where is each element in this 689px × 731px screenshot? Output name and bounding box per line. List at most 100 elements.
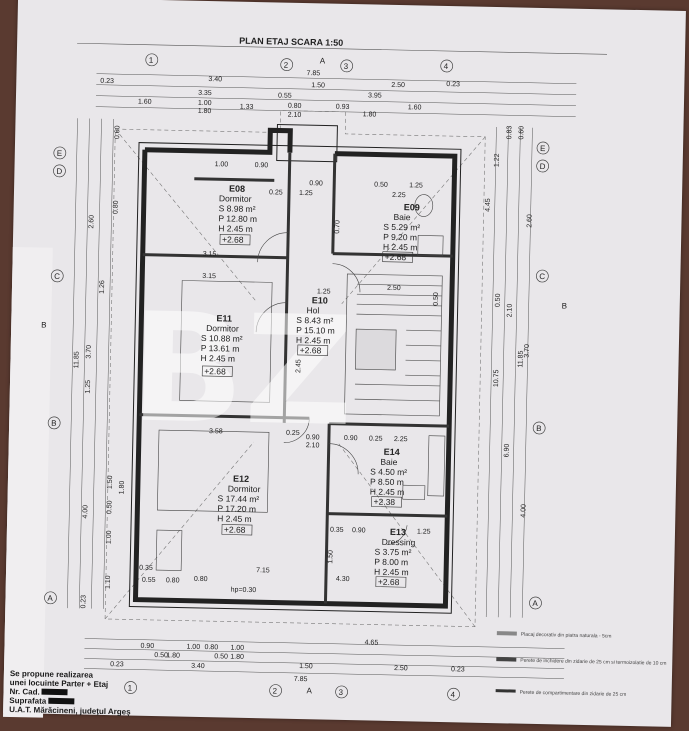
dim-in-2-45: 2.45 [295,359,302,373]
dim-in-3-15a: 3.15 [203,251,217,258]
dim-top-1-33: 1.33 [240,104,254,111]
room-e14-level: +2.38 [373,497,395,507]
dim-top-1-50: 1.50 [311,82,325,89]
dim-in-0-80b: 0.80 [194,576,208,583]
dim-right-10-75: 10.75 [493,369,500,387]
room-e14-perimeter: P 8.50 m [370,476,404,487]
dim-left-1-26: 1.26 [99,280,106,294]
axis-e-left: E [57,149,63,158]
room-e08-code: E08 [229,183,245,193]
room-e13-height: H 2.45 m [374,567,409,578]
room-e12-level: +2.68 [224,524,246,534]
dim-right-6-90: 6.90 [504,444,511,458]
dim-bot-3-40: 3.40 [191,663,205,670]
dim-in-1-25b: 1.25 [409,182,423,189]
room-e10-perimeter: P 15.10 m [296,325,335,336]
room-e12-name: Dormitor [228,484,261,495]
room-e10-level: +2.68 [300,345,322,355]
axis-e-right: E [540,144,546,153]
dim-in-0-90b: 0.90 [309,180,323,187]
dim-bot-0-23: 0.23 [110,661,124,668]
dim-in-0-90e: 0.90 [352,527,366,534]
dim-top-1-60: 1.60 [138,99,152,106]
dim-left-1-25: 1.25 [85,380,92,394]
dim-bot-1-80: 1.80 [166,652,180,659]
dim-top-3-40: 3.40 [208,76,222,83]
dim-left-0-50: 0.50 [106,500,113,514]
dim-right-4-00: 4.00 [520,504,527,518]
room-e11-level: +2.68 [204,366,226,376]
room-e12-code: E12 [233,474,249,484]
dim-in-3-15b: 3.15 [202,273,216,280]
axis-a-right: A [532,599,538,608]
dim-top-0-23b: 0.23 [446,81,460,88]
room-e10-area: S 8.43 m² [296,315,333,326]
dim-bot-2-50: 2.50 [394,665,408,672]
dim-right-2-10: 2.10 [506,304,513,318]
room-e08-level: +2.68 [222,234,244,244]
dim-bot-0-23b: 0.23 [451,666,465,673]
axis-c-right: C [539,272,545,281]
dim-in-2-25b: 2.25 [394,436,408,443]
axis-a-left: A [47,594,53,603]
room-e11-height: H 2.45 m [200,353,235,364]
dim-in-0-90c: 0.90 [306,434,320,441]
dim-bot-0-50b: 0.50 [214,653,228,660]
dim-left-11-85: 11.85 [73,351,80,368]
dim-bot-4-65: 4.65 [365,639,379,646]
dim-bot-7-85: 7.85 [294,676,308,683]
dim-left-1-50: 1.50 [107,475,114,489]
section-mark-b-right: B [562,301,568,310]
dim-top-3-35: 3.35 [198,90,212,97]
dim-in-0-70: 0.70 [334,220,341,234]
legend-3: Perete de compartimentare din zidarie de… [520,690,627,698]
project-note: Se propune realizarea unei locuinte Part… [9,669,131,717]
room-e13-level: +2.68 [378,577,400,587]
room-e09-perimeter: P 9.20 m [383,232,417,243]
room-e13-area: S 3.75 m² [374,547,411,558]
dim-in-0-90d: 0.90 [344,435,358,442]
dim-in-2-50: 2.50 [387,285,401,292]
room-e11: E11 Dormitor S 10.88 m² P 13.61 m H 2.45… [200,313,243,377]
axis-1-top: 1 [149,56,154,65]
room-e14-area: S 4.50 m² [370,466,407,477]
axis-4-top: 4 [444,62,449,71]
dim-left-1-80: 1.80 [119,480,126,494]
dim-left-0-60: 0.60 [114,125,121,139]
room-e12-area: S 17.44 m² [218,493,260,504]
dim-left-4-00: 4.00 [82,505,89,519]
axis-3-top: 3 [344,62,349,71]
room-e09-level: +2.68 [385,252,407,262]
dim-in-0-25b: 0.25 [286,430,300,437]
room-e10-code: E10 [312,295,328,305]
dim-top-2-10: 2.10 [288,112,302,119]
room-e14-name: Baie [380,457,397,467]
room-e14: E14 Baie S 4.50 m² P 8.50 m H 2.45 m +2.… [370,447,407,508]
watermark: BZ [128,281,355,460]
dim-top-0-23: 0.23 [100,78,114,85]
room-e08-area: S 8.98 m² [219,203,256,214]
legend-1: Placaj decorativ din piatra naturala - 5… [521,632,612,640]
dim-top-1-60b: 1.60 [408,104,422,111]
dim-in-0-25c: 0.25 [369,435,383,442]
dim-right-0-50: 0.50 [495,293,502,307]
dim-in-0-90: 0.90 [255,162,269,169]
dim-left-0-23: 0.23 [80,595,87,609]
dim-left-1-00: 1.00 [106,530,113,544]
dim-right-0-83: 0.83 [506,126,513,140]
dim-in-hp: hp=0.30 [231,587,257,595]
room-e12: E12 Dormitor S 17.44 m² P 17.20 m H 2.45… [217,474,261,536]
floor-plan-drawing: PLAN ETAJ SCARA 1:50 1 2 3 4 1 2 3 4 E D… [41,36,667,701]
axis-b-right: B [536,424,542,433]
dim-right-3-70: 3.70 [524,344,531,358]
section-mark-b-left: B [41,321,47,330]
dim-bot-0-90: 0.90 [140,643,154,650]
room-e09-height: H 2.45 m [383,242,418,253]
dim-in-1-25d: 1.25 [417,528,431,535]
axis-2-bottom: 2 [273,686,278,695]
redaction-bar [48,697,75,705]
dim-left-1-10: 1.10 [105,575,112,589]
dim-right-0-60: 0.60 [518,126,525,140]
room-e13-perimeter: P 8.00 m [374,557,408,568]
dim-in-0-35: 0.35 [330,527,344,534]
